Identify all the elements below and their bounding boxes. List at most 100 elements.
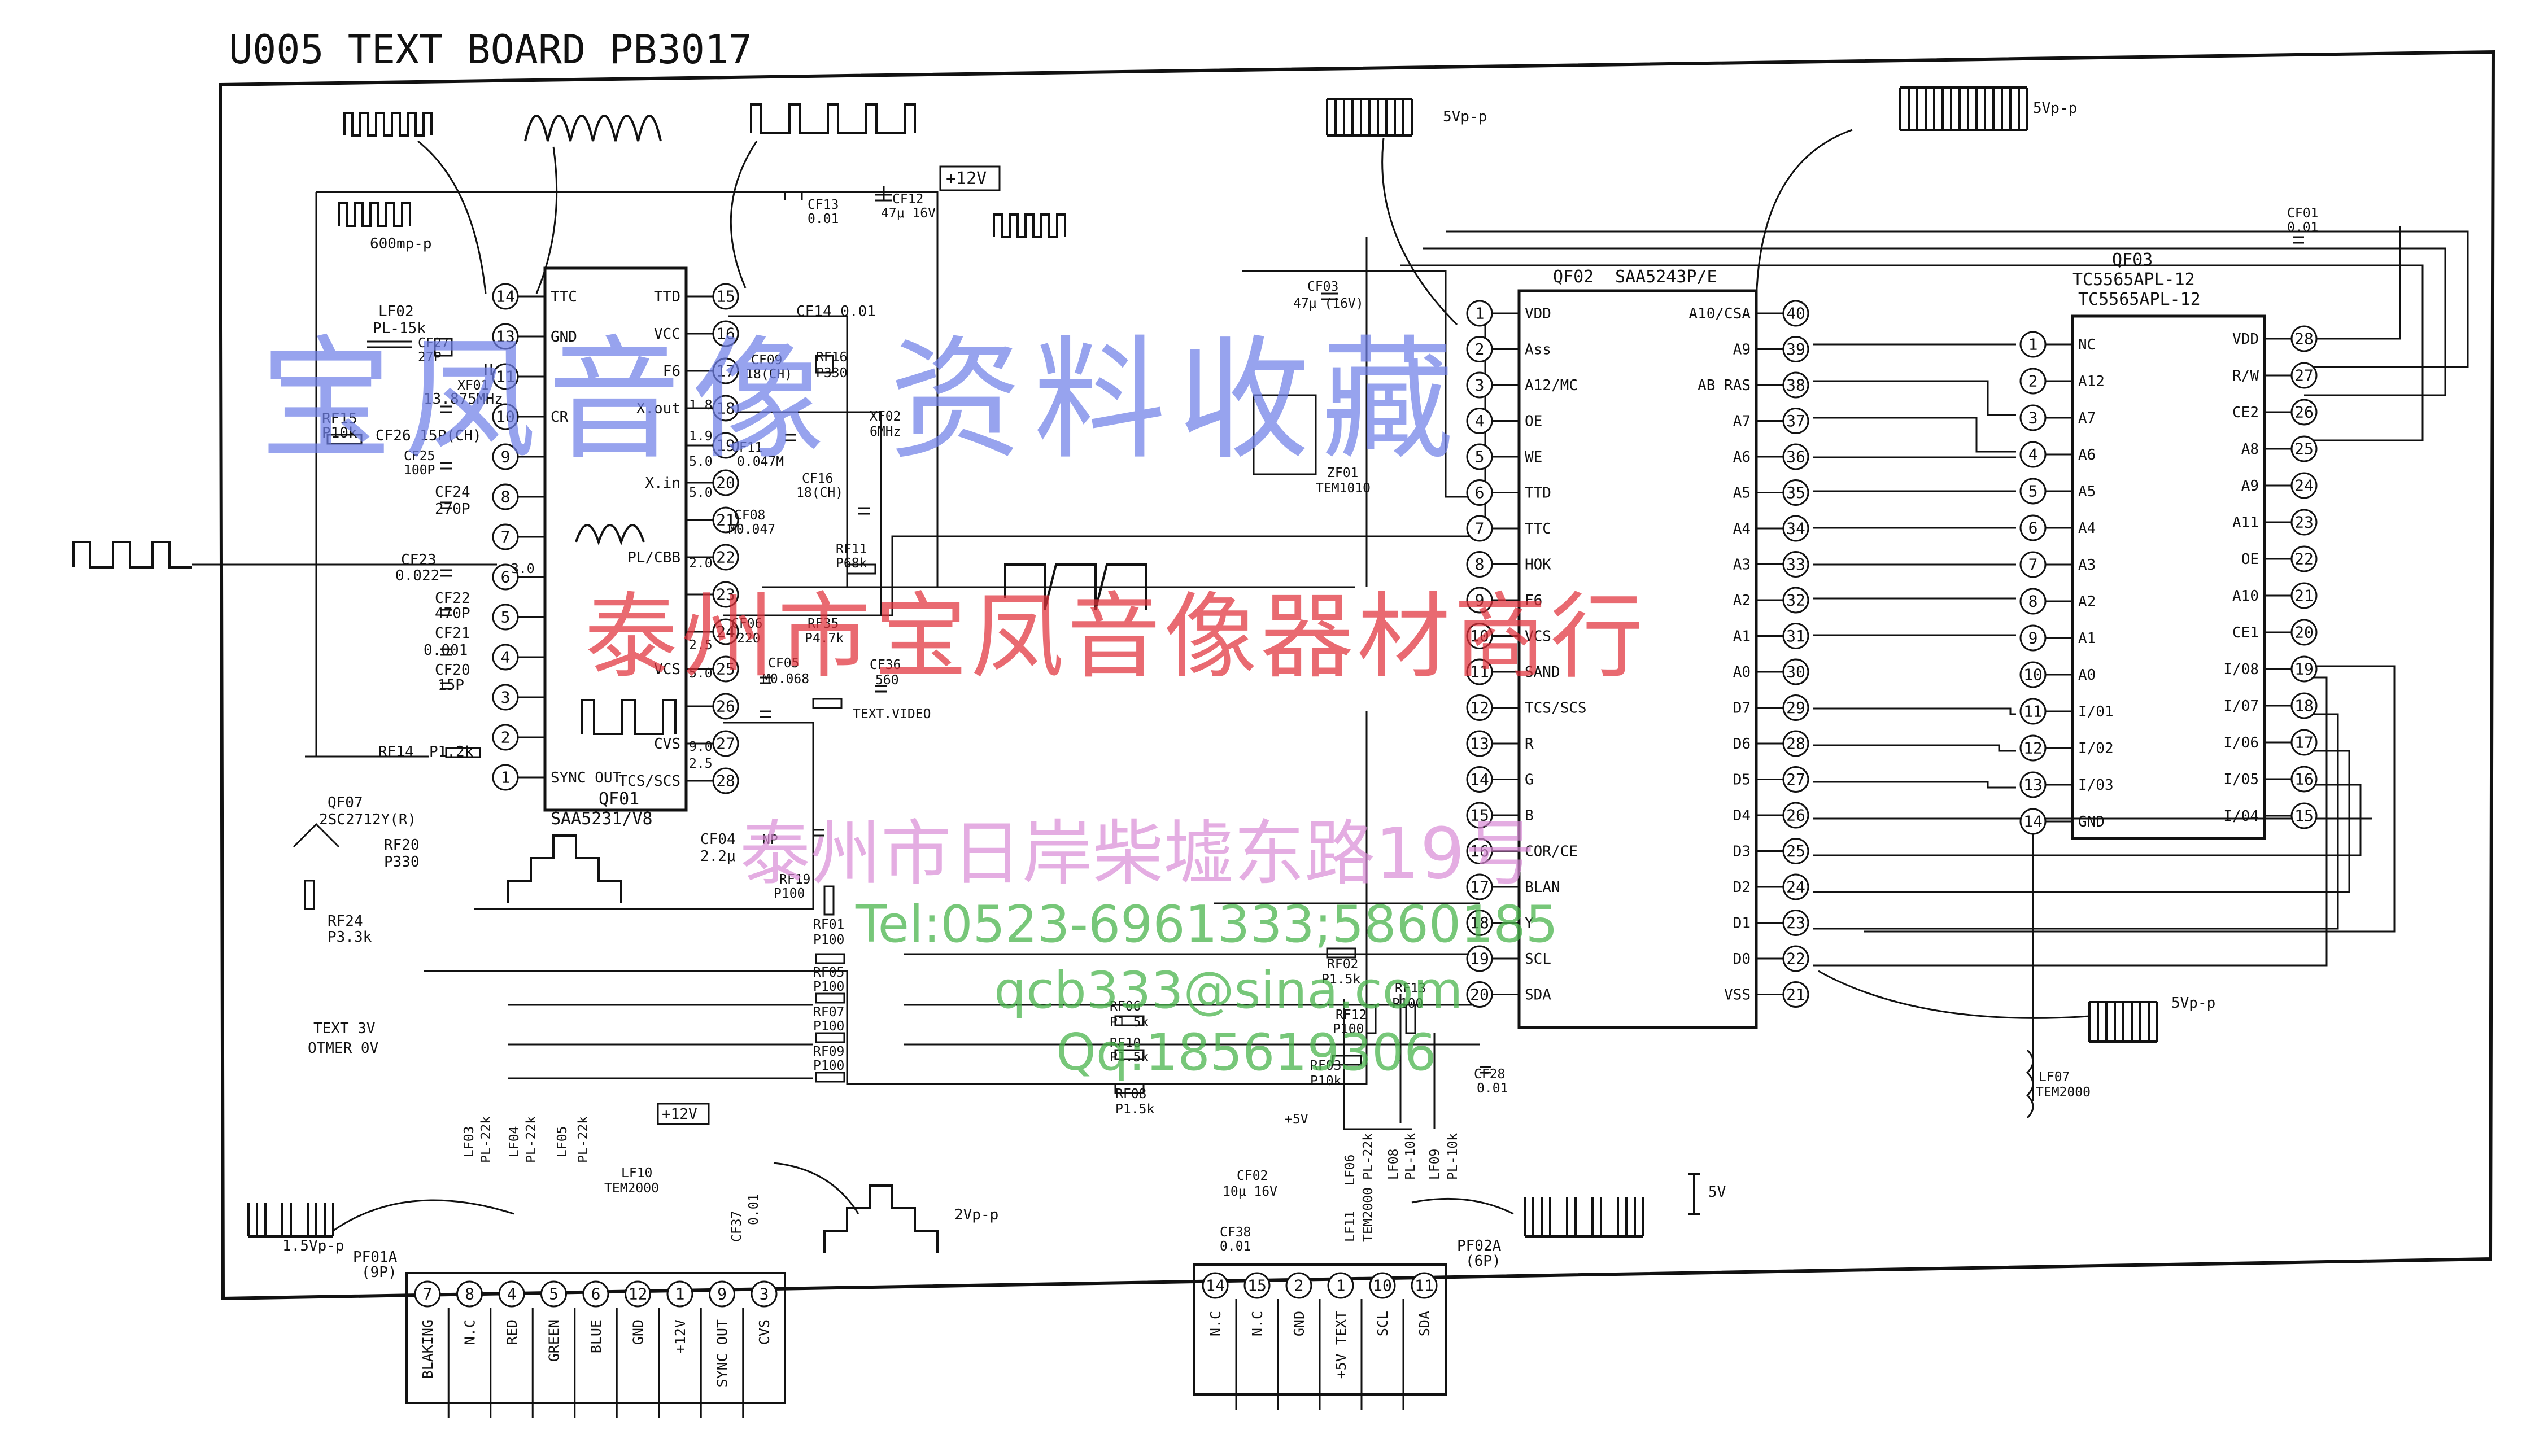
pin-label: WE [1525, 449, 1542, 466]
pin-marker [1466, 551, 1493, 578]
pin-number: 6 [501, 568, 511, 587]
supply-12v-2: +12V [662, 1106, 697, 1123]
cf06-label: CF06 [731, 616, 762, 631]
pin-marker [492, 523, 519, 550]
pin-marker [2019, 368, 2047, 395]
pin-marker [1466, 336, 1493, 362]
watermark-email: qcb333@sina.com [994, 961, 1463, 1020]
cf23-value: 0.022 [395, 567, 439, 584]
pin-marker [1782, 336, 1809, 362]
v30: 3.0 [511, 562, 535, 576]
pf01a-pins: 7BLAKING8N.C4RED5GREEN6BLUE12GND1+12V9SY… [414, 1280, 778, 1418]
cf28-label: CF28 [1474, 1067, 1505, 1082]
pin-number: 4 [501, 648, 511, 667]
connector-pin-label: GND [630, 1319, 647, 1345]
rf02-label: RF02 [1327, 957, 1358, 972]
pin-label: TTC [551, 288, 577, 305]
pin-label: PL/CBB [627, 549, 680, 566]
pin-marker [1466, 910, 1493, 936]
watermark-tel: Tel:0523-6961333;5860185 [855, 895, 1558, 954]
pin-label: F6 [1525, 592, 1542, 609]
rf01-value: P100 [813, 933, 844, 947]
rf12-value: P100 [1333, 1022, 1364, 1037]
pin-marker [712, 469, 739, 496]
pin-number: 1 [2028, 335, 2038, 354]
pin-number: 16 [716, 325, 735, 343]
pin-marker [1782, 945, 1809, 972]
pin-marker [1466, 515, 1493, 542]
xf02-value: 6MHz [870, 425, 901, 439]
pin-marker [712, 357, 739, 384]
cf08-label: CF08 [734, 508, 765, 523]
pin-marker [712, 395, 739, 422]
pin-label: A11 [2232, 514, 2259, 531]
pin-label: D4 [1733, 807, 1751, 824]
pin-label: TTD [1525, 485, 1551, 502]
v50b: 5.0 [689, 666, 713, 681]
pin-label: VCC [654, 326, 680, 343]
pin-marker [2290, 545, 2318, 572]
pin-number: 19 [2294, 660, 2314, 679]
connector-pin-label: BLUE [588, 1319, 604, 1353]
pin-marker [492, 644, 519, 671]
pin-number: 28 [2294, 330, 2314, 348]
pin-label: D1 [1733, 915, 1751, 932]
cf37-label: CF37 [730, 1211, 744, 1242]
connector-pin-label: BLAKING [420, 1319, 436, 1379]
rf13-value: P100 [1392, 996, 1423, 1011]
pin-number: 33 [1786, 555, 1805, 574]
pin-label: I/03 [2078, 777, 2114, 794]
pin-marker [2290, 509, 2318, 536]
pin-number: 19 [1470, 950, 1489, 968]
pin-number: 12 [2023, 739, 2043, 758]
rf06-label: RF06 [1110, 999, 1141, 1014]
pin-number: 7 [2028, 556, 2038, 574]
pin-label: I/08 [2223, 661, 2259, 678]
supply-12v-box [939, 165, 1001, 191]
rf09-label: RF09 [813, 1044, 844, 1059]
pin-label: F6 [663, 363, 680, 380]
pin-number: 20 [2294, 623, 2314, 642]
rf09-value: P100 [813, 1059, 844, 1073]
pin-label: SCL [1525, 951, 1551, 968]
pin-label: OE [1525, 413, 1542, 430]
pin-marker [1466, 587, 1493, 614]
pin-marker [492, 283, 519, 310]
pin-number: 26 [716, 697, 735, 716]
pin-label: I/06 [2223, 734, 2259, 751]
rf10-label: RF10 [1110, 1036, 1141, 1051]
rf16-value: P330 [816, 366, 847, 381]
supply-12v-box-2 [657, 1103, 710, 1125]
pin-label: D3 [1733, 843, 1751, 860]
pin-marker [1466, 443, 1493, 470]
pin-number: 11 [496, 368, 515, 386]
lf10-label: LF10 [621, 1166, 652, 1180]
connector-pin-number: 10 [1373, 1276, 1392, 1295]
connector-pin [498, 1280, 525, 1308]
v5: 5V [1708, 1184, 1726, 1201]
otmer-0v: OTMER 0V [308, 1040, 378, 1057]
pin-label: NC [2078, 336, 2096, 353]
lf04-label: LF04 [507, 1126, 522, 1157]
pin-marker [1782, 766, 1809, 793]
text-video: TEXT.VIDEO [853, 707, 931, 722]
cf02-value: 10μ 16V [1223, 1184, 1277, 1199]
watermark-company: 泰州市宝凤音像器材商行 [584, 583, 1647, 691]
pin-number: 3 [501, 688, 511, 707]
pin-label: A3 [2078, 557, 2096, 574]
cf20-value: 15P [438, 677, 464, 694]
cf24-label: CF24 [435, 484, 470, 501]
pin-number: 29 [1786, 698, 1805, 717]
pin-number: 15 [716, 287, 735, 306]
plus5v: +5V [1285, 1112, 1308, 1127]
pin-marker [2290, 472, 2318, 499]
pin-marker [1782, 479, 1809, 506]
connector-pin-number: 9 [717, 1285, 727, 1304]
pin-number: 23 [716, 585, 735, 604]
pin-marker [1782, 551, 1809, 578]
